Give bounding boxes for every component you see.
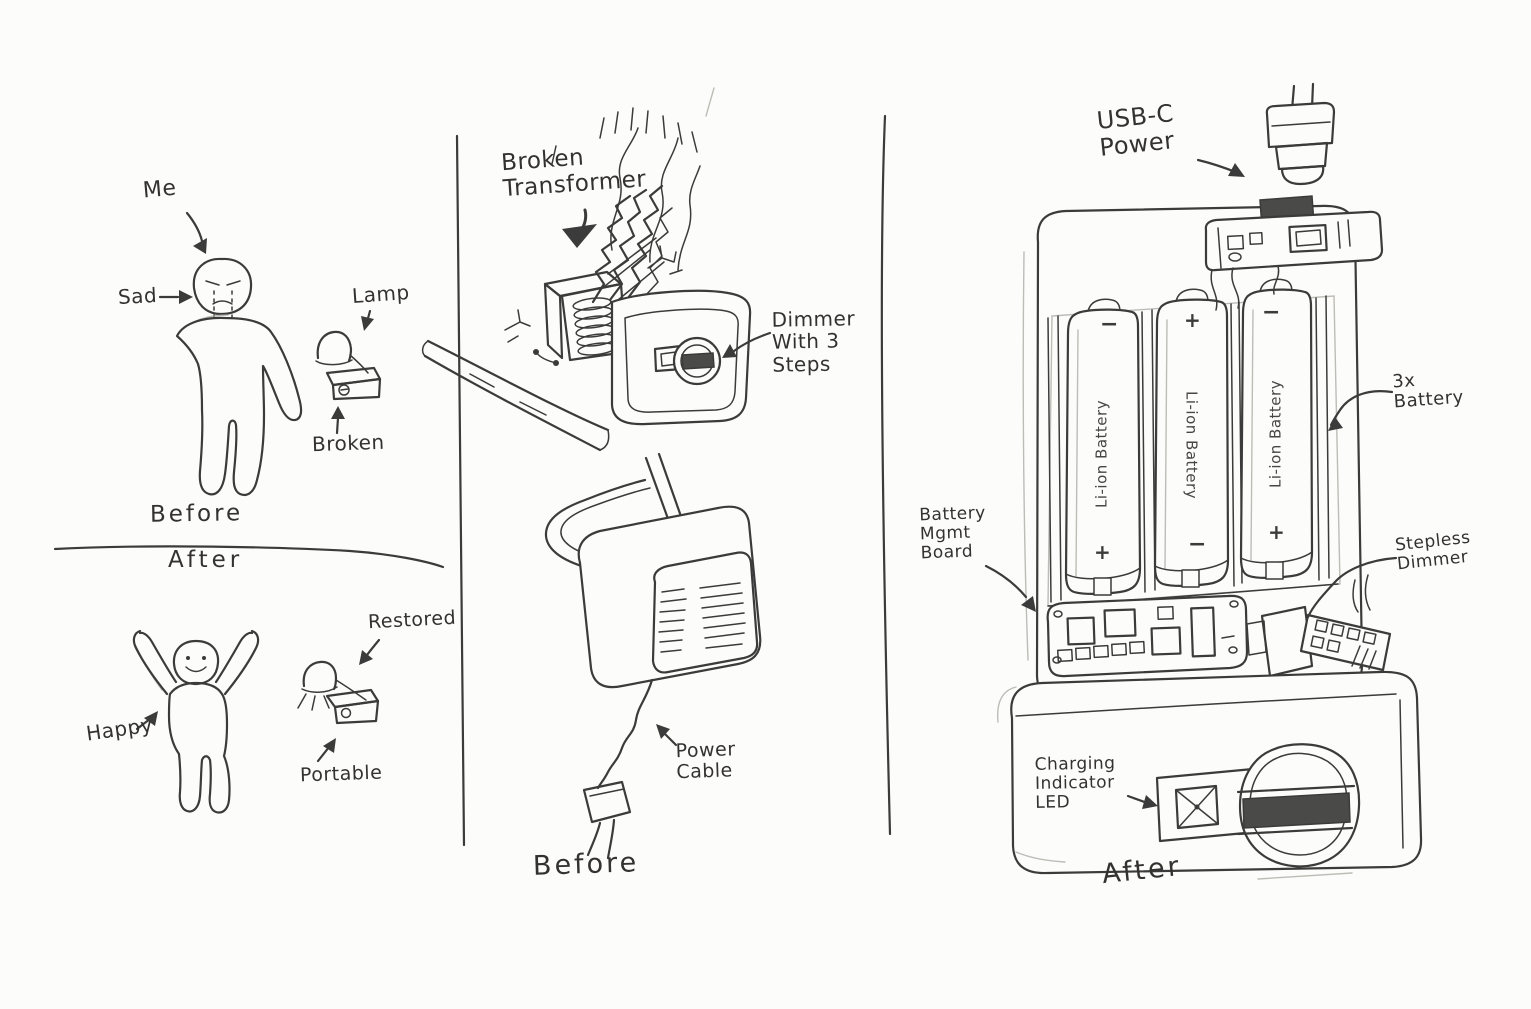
charging-led-arrow [1126, 794, 1158, 809]
battery-2-minus: − [1188, 532, 1207, 557]
middle-before-caption: Before [532, 847, 640, 882]
broken-label: Broken [311, 429, 385, 457]
battery-3-minus: − [1262, 300, 1281, 325]
lamp-arrow [361, 309, 374, 331]
broken-transformer-label: Broken Transformer [500, 144, 648, 202]
stepless-dimmer-board-sketch [1246, 574, 1392, 678]
panel-dividers [53, 114, 892, 847]
charging-led-sketch [1155, 767, 1258, 843]
usb-port-board-sketch [1204, 195, 1384, 311]
battery-1-label: Li-ion Battery [1092, 399, 1111, 509]
battery-1-minus: − [1100, 312, 1119, 337]
smoke-sketch [551, 87, 715, 304]
restored-lamp-sketch [297, 660, 380, 725]
rear-lamp-sketch [544, 452, 762, 860]
happy-person-sketch [132, 629, 260, 814]
battery-3-sketch [1239, 278, 1314, 580]
usb-plug-sketch [1265, 82, 1336, 186]
left-before-caption: Before [149, 500, 244, 528]
battery-2-plus: + [1184, 308, 1201, 332]
battery-2-label: Li-ion Battery [1182, 390, 1201, 500]
broken-lamp-sketch [315, 330, 382, 401]
battery-2-sketch [1153, 288, 1230, 588]
battery-count-label: 3x Battery [1391, 369, 1465, 413]
left-after-caption: After [168, 547, 244, 573]
power-cable-arrow [656, 724, 678, 747]
broken-transformer-lamp-sketch [421, 270, 752, 452]
lamp-label: Lamp [351, 280, 411, 308]
sad-label: Sad [117, 282, 158, 310]
sad-person-sketch [175, 257, 303, 497]
dimmer-steps-label: Dimmer With 3 Steps [771, 306, 856, 377]
battery-3-plus: + [1268, 520, 1285, 544]
restored-arrow [359, 638, 381, 665]
spark-marks [504, 245, 683, 343]
portable-arrow [316, 738, 336, 763]
broken-arrow [331, 406, 345, 435]
battery-1-sketch [1064, 298, 1142, 596]
usb-power-arrow [1196, 158, 1245, 177]
stepless-dimmer-leader-line [1306, 556, 1398, 619]
me-label: Me [141, 175, 178, 204]
charging-led-label: Charging Indicator LED [1034, 753, 1116, 813]
dimmer-knob-sketch [1236, 743, 1361, 868]
battery-count-arrow [1328, 390, 1394, 431]
battery-3-label: Li-ion Battery [1266, 379, 1285, 489]
bms-label: Battery Mgmt Board [918, 503, 987, 564]
broken-transformer-arrow [562, 208, 597, 248]
sad-arrow [158, 290, 193, 304]
dimmer-arrow [722, 331, 772, 358]
portable-label: Portable [299, 761, 383, 787]
bms-arrow [984, 564, 1036, 612]
bms-board-sketch [1046, 594, 1249, 678]
power-cable-label: Power Cable [675, 738, 736, 784]
battery-1-plus: + [1094, 540, 1111, 564]
happy-arrow [135, 711, 158, 731]
me-arrow [185, 211, 207, 254]
